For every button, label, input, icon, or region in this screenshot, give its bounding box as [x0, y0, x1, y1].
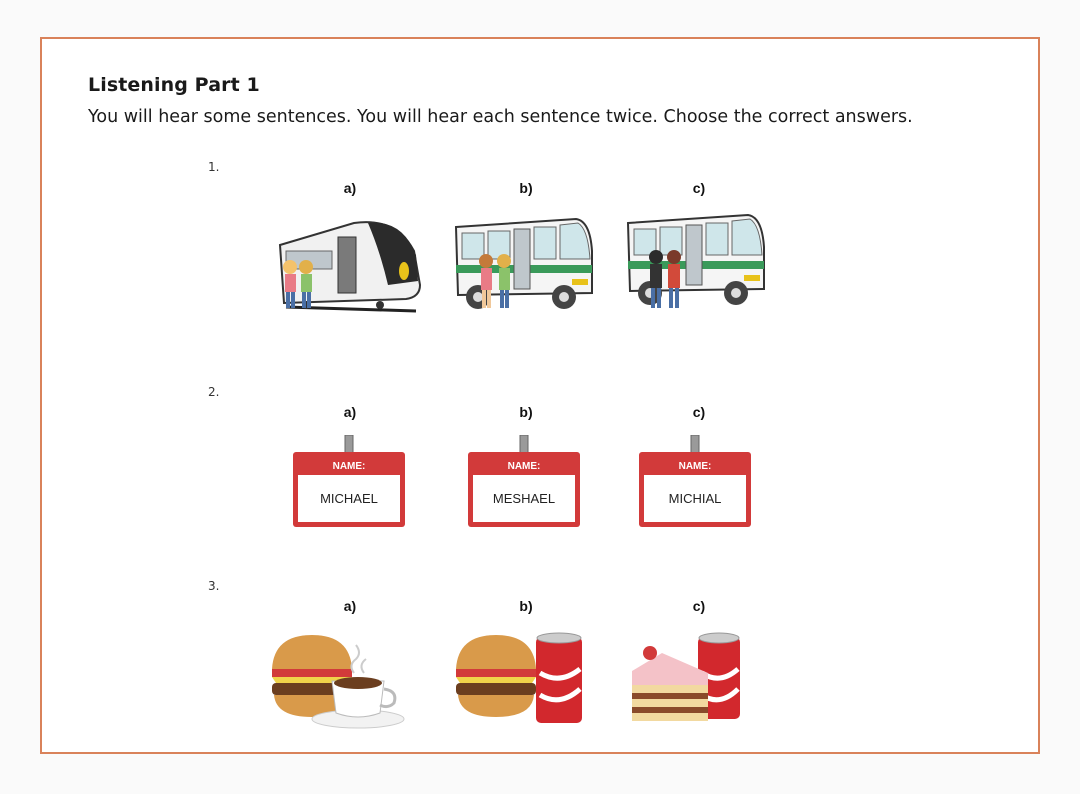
name-badge-meshael[interactable]: NAME: MESHAEL: [467, 435, 581, 529]
name-badge-michial[interactable]: NAME: MICHIAL: [638, 435, 752, 529]
question-3-option-b-label[interactable]: b): [519, 598, 533, 614]
cake-and-soda-icon[interactable]: [628, 629, 746, 729]
badge-name-text: MICHIAL: [669, 491, 722, 506]
question-2-option-c-label[interactable]: c): [692, 404, 706, 420]
question-1-number: 1.: [208, 160, 220, 174]
badge-name-text: MICHAEL: [320, 491, 378, 506]
question-2-option-b-label[interactable]: b): [519, 404, 533, 420]
question-1-option-a-label[interactable]: a): [343, 180, 357, 196]
page-title: Listening Part 1: [88, 74, 260, 96]
question-3-option-c-label[interactable]: c): [692, 598, 706, 614]
badge-header-text: NAME:: [333, 461, 366, 472]
question-2-option-a-label[interactable]: a): [343, 404, 357, 420]
instructions-text: You will hear some sentences. You will h…: [88, 107, 913, 127]
bus-with-women-icon[interactable]: [452, 211, 596, 317]
worksheet-frame: Listening Part 1 You will hear some sent…: [40, 37, 1040, 754]
badge-header-text: NAME:: [679, 461, 712, 472]
name-badge-michael[interactable]: NAME: MICHAEL: [292, 435, 406, 529]
burger-and-coffee-icon[interactable]: [268, 629, 414, 729]
question-2-number: 2.: [208, 385, 220, 399]
burger-and-soda-icon[interactable]: [452, 629, 586, 729]
train-with-people-icon[interactable]: [276, 211, 426, 319]
question-3-number: 3.: [208, 579, 220, 593]
badge-name-text: MESHAEL: [493, 491, 555, 506]
badge-header-text: NAME:: [508, 461, 541, 472]
question-1-option-b-label[interactable]: b): [519, 180, 533, 196]
question-1-option-c-label[interactable]: c): [692, 180, 706, 196]
bus-with-men-icon[interactable]: [624, 207, 768, 313]
question-3-option-a-label[interactable]: a): [343, 598, 357, 614]
